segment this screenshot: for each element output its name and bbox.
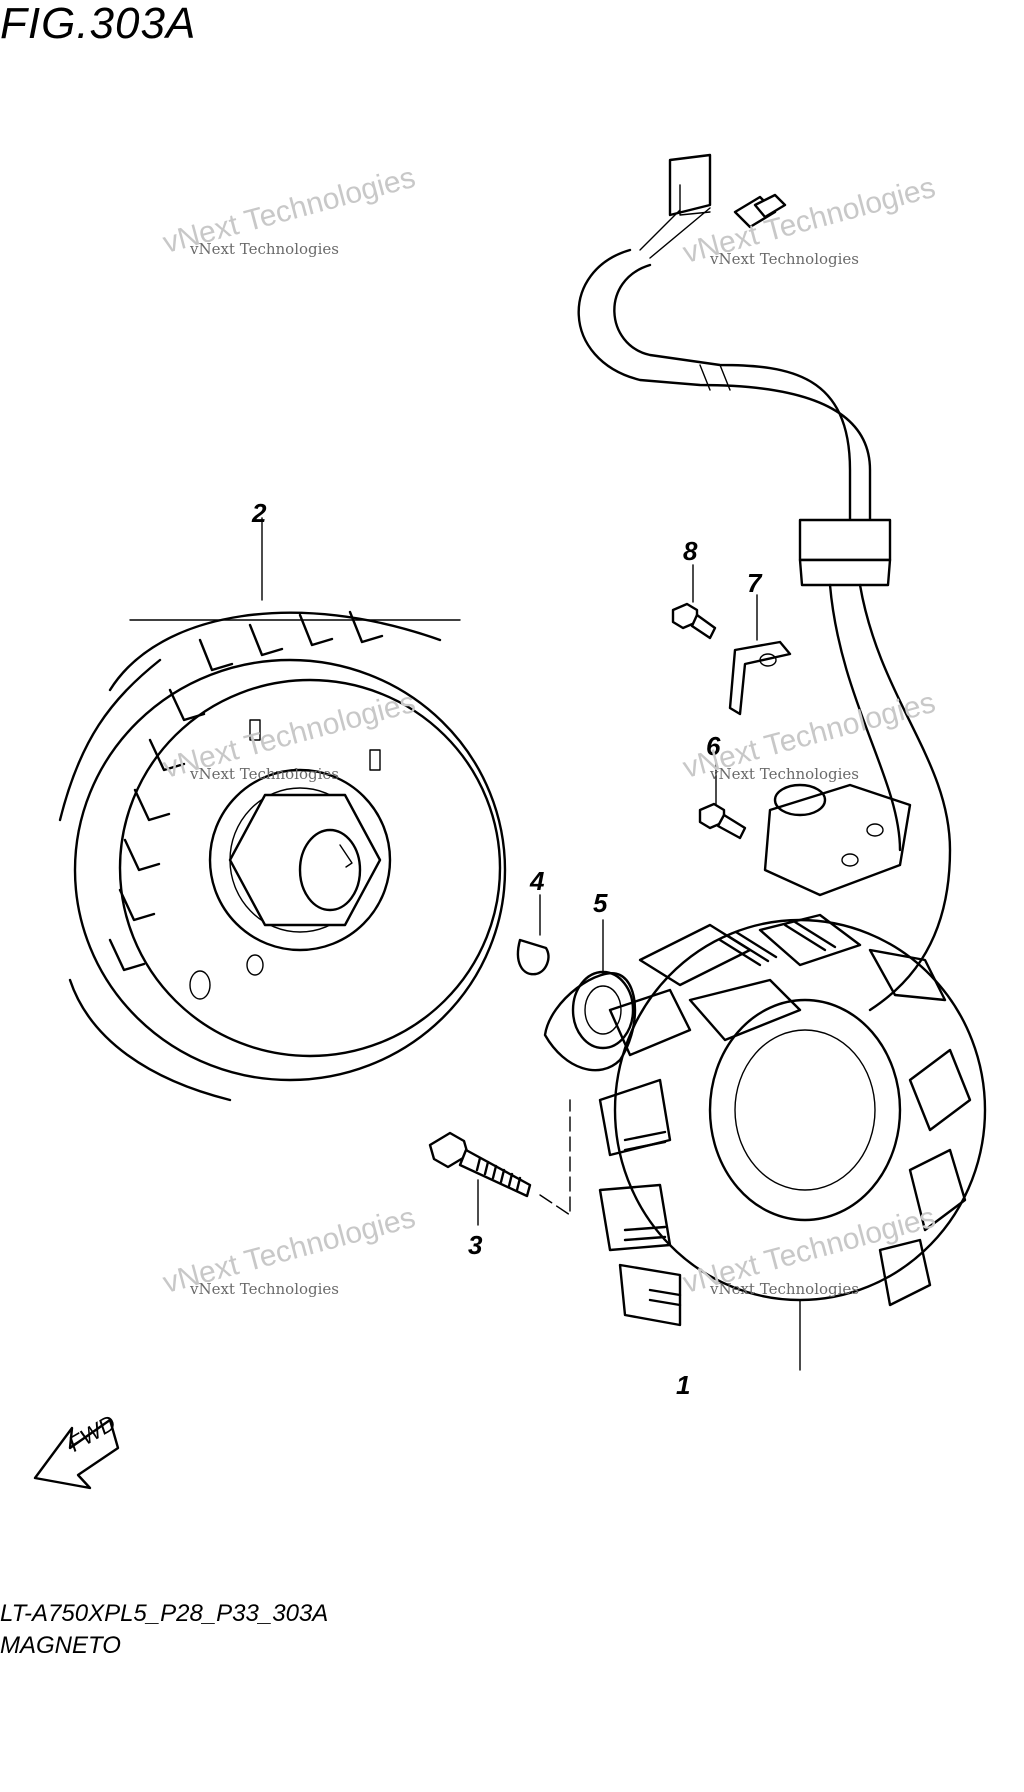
figure-title: FIG.303A (0, 0, 197, 48)
watermark-caption: vNext Technologies (710, 765, 860, 783)
callout-4: 4 (530, 866, 545, 896)
stator-bolt-part (428, 1131, 532, 1198)
arrow-icon (33, 1418, 120, 1490)
section-name: MAGNETO (0, 1632, 121, 1659)
bolt-guide-line (539, 1099, 571, 1216)
callout-1: 1 (676, 1370, 691, 1400)
callout-8: 8 (683, 536, 698, 566)
callout-3: 3 (468, 1230, 483, 1260)
watermark-caption: vNext Technologies (190, 1280, 340, 1298)
watermark-caption: vNext Technologies (710, 1280, 860, 1298)
callout-5: 5 (593, 888, 608, 918)
watermark-bottom-right: vNext Technologies vNext Technologies (679, 1201, 940, 1300)
watermark-bottom-left: vNext Technologies vNext Technologies (159, 1201, 420, 1300)
watermark-mid-left: vNext Technologies vNext Technologies (159, 686, 420, 785)
callout-7: 7 (747, 568, 762, 598)
watermark-caption: vNext Technologies (190, 765, 340, 783)
watermark-top-right: vNext Technologies vNext Technologies (679, 171, 940, 270)
callout-2: 2 (252, 498, 267, 528)
model-code: LT-A750XPL5_P28_P33_303A (0, 1600, 329, 1627)
wire-harness (577, 153, 952, 1012)
pickup-coil-part (763, 783, 912, 897)
watermark-caption: vNext Technologies (710, 250, 860, 268)
woodruff-key-part (516, 938, 550, 976)
clamp-screw-part (671, 602, 717, 640)
pickup-screw-part (698, 802, 747, 840)
watermark-caption: vNext Technologies (190, 240, 340, 258)
spacer-part (543, 970, 637, 1072)
flywheel-rotor-part (58, 610, 507, 1102)
watermark-mid-right: vNext Technologies vNext Technologies (679, 686, 940, 785)
wire-clamp-part (728, 640, 792, 716)
callout-6: 6 (706, 731, 721, 761)
watermark-top-left: vNext Technologies vNext Technologies (159, 161, 420, 260)
